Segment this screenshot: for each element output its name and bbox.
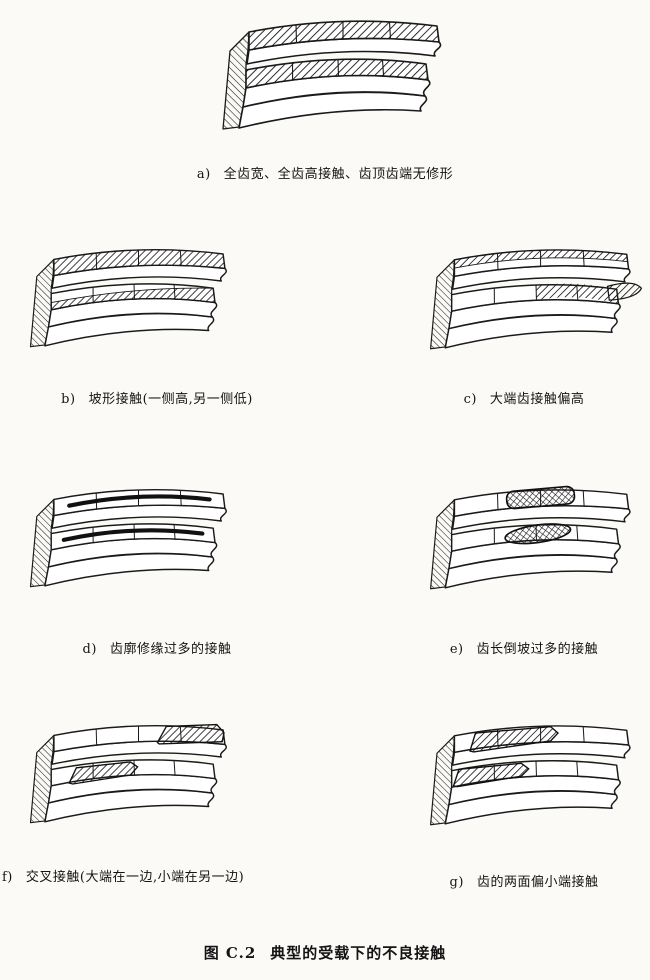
caption-a-text: 全齿宽、全齿高接触、齿顶齿端无修形 <box>223 167 454 182</box>
gear-contact-drawing-g <box>429 725 631 826</box>
gear-contact-drawing-c <box>429 249 643 350</box>
gear-contact-drawing-a <box>222 20 442 130</box>
caption-e-label: e) <box>449 642 464 657</box>
figure-number: 图 C.2 <box>203 944 257 962</box>
figure-title-text: 典型的受载下的不良接触 <box>270 944 447 962</box>
caption-b-text: 坡形接触(一侧高,另一侧低) <box>88 392 253 407</box>
caption-b: b) 坡形接触(一侧高,另一侧低) <box>12 388 302 407</box>
figure-panel-b <box>26 236 242 373</box>
caption-g: g) 齿的两面偏小端接触 <box>400 871 648 890</box>
figure-panel-g <box>426 712 646 851</box>
gear-contact-drawing-b <box>29 248 227 348</box>
caption-d-label: d) <box>82 642 97 657</box>
figure-panel-a <box>218 6 458 158</box>
gear-contact-drawing-e <box>429 485 631 590</box>
caption-f-text: 交叉接触(大端在一边,小端在另一边) <box>25 870 245 885</box>
figure-panel-f <box>26 712 242 849</box>
figure-title: 图 C.2 典型的受载下的不良接触 <box>0 942 650 963</box>
caption-f: f) 交叉接触(大端在一边,小端在另一边) <box>2 866 332 885</box>
caption-a-label: a) <box>196 167 211 182</box>
gear-contact-drawing-d <box>29 488 227 588</box>
caption-d: d) 齿廓修缘过多的接触 <box>12 638 302 657</box>
caption-e-text: 齿长倒坡过多的接触 <box>476 642 599 657</box>
figure-panel-d <box>26 476 242 613</box>
caption-a: a) 全齿宽、全齿高接触、齿顶齿端无修形 <box>0 163 650 182</box>
caption-c-label: c) <box>463 392 477 407</box>
caption-d-text: 齿廓修缘过多的接触 <box>109 642 232 657</box>
caption-e: e) 齿长倒坡过多的接触 <box>400 638 648 657</box>
figure-panel-e <box>426 476 646 615</box>
figure-panel-c <box>426 236 646 375</box>
caption-b-label: b) <box>61 392 76 407</box>
caption-c: c) 大端齿接触偏高 <box>400 388 648 407</box>
caption-g-label: g) <box>449 875 464 890</box>
caption-g-text: 齿的两面偏小端接触 <box>476 875 599 890</box>
caption-f-label: f) <box>2 870 13 885</box>
gear-contact-drawing-f <box>29 723 227 824</box>
caption-c-text: 大端齿接触偏高 <box>489 392 585 407</box>
